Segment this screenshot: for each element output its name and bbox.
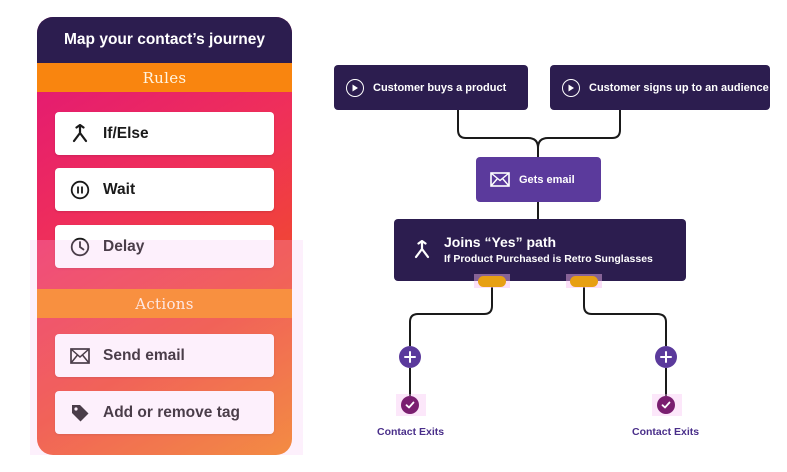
- rules-heading: Rules: [37, 63, 292, 92]
- envelope-icon: [490, 172, 510, 187]
- trigger-buys-product[interactable]: Customer buys a product: [334, 65, 528, 110]
- rule-if-else-card[interactable]: If/Else: [55, 112, 274, 155]
- gets-email-step[interactable]: Gets email: [476, 157, 601, 202]
- plus-icon: [404, 351, 416, 363]
- email-step-label: Gets email: [519, 173, 575, 186]
- trigger-label: Customer signs up to an audience: [589, 81, 769, 94]
- add-step-button-left[interactable]: [399, 346, 421, 368]
- checkmark-icon: [657, 396, 675, 414]
- clock-icon: [69, 236, 91, 258]
- tag-icon: [69, 402, 91, 424]
- trigger-signs-up[interactable]: Customer signs up to an audience: [550, 65, 770, 110]
- action-send-email-card[interactable]: Send email: [55, 334, 274, 377]
- split-arrows-icon: [412, 240, 432, 260]
- pause-icon: [69, 179, 91, 201]
- journey-builder-panel: Map your contact’s journey Rules If/Else…: [37, 17, 292, 455]
- split-arrows-icon: [69, 123, 91, 145]
- play-icon: [562, 78, 580, 97]
- add-step-button-right[interactable]: [655, 346, 677, 368]
- action-tag-card[interactable]: Add or remove tag: [55, 391, 274, 434]
- rule-delay-label: Delay: [103, 237, 145, 255]
- actions-heading: Actions: [37, 289, 292, 318]
- branch-step[interactable]: Joins “Yes” path If Product Purchased is…: [394, 219, 686, 281]
- rule-if-else-label: If/Else: [103, 124, 149, 142]
- play-icon: [346, 78, 364, 97]
- plus-icon: [660, 351, 672, 363]
- trigger-label: Customer buys a product: [373, 81, 507, 94]
- exit-label-right: Contact Exits: [632, 426, 700, 438]
- envelope-icon: [69, 345, 91, 367]
- action-send-email-label: Send email: [103, 346, 185, 364]
- rule-wait-label: Wait: [103, 180, 136, 198]
- branch-title: Joins “Yes” path: [444, 233, 557, 250]
- branch-text: Joins “Yes” path If Product Purchased is…: [444, 234, 653, 267]
- branch-subtitle: If Product Purchased is Retro Sunglasses: [444, 252, 653, 265]
- rule-wait-card[interactable]: Wait: [55, 168, 274, 211]
- branch-handle-right[interactable]: [570, 276, 598, 287]
- exit-label-left: Contact Exits: [377, 426, 445, 438]
- branch-handle-left[interactable]: [478, 276, 506, 287]
- action-tag-label: Add or remove tag: [103, 403, 240, 421]
- checkmark-icon: [401, 396, 419, 414]
- panel-title: Map your contact’s journey: [37, 17, 292, 63]
- rule-delay-card[interactable]: Delay: [55, 225, 274, 268]
